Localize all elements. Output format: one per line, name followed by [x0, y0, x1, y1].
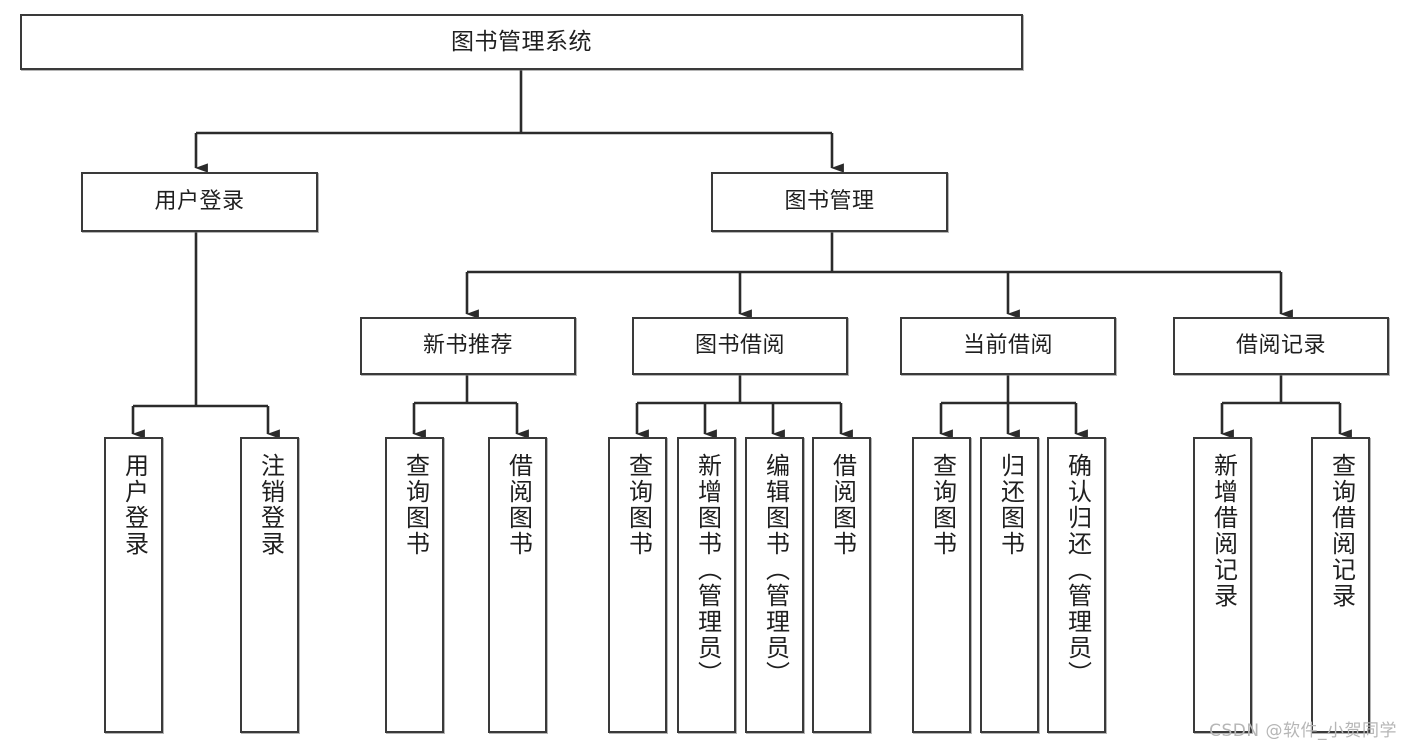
node-root[interactable]: 图书管理系统	[20, 14, 1023, 70]
node-leaf-query-book-borrow-label: 查询图书	[624, 453, 653, 557]
node-book-borrow-label: 图书借阅	[694, 333, 785, 359]
node-leaf-add-borrow-record-label: 新增借阅记录	[1209, 453, 1238, 609]
node-root-label: 图书管理系统	[451, 28, 592, 55]
node-leaf-logout-label: 注销登录	[256, 453, 285, 557]
node-current-borrow-label: 当前借阅	[962, 333, 1053, 359]
node-leaf-edit-book-admin-label: 编辑图书（管理员）	[761, 453, 790, 687]
node-leaf-borrow-book-newbook-label: 借阅图书	[504, 453, 533, 557]
node-current-borrow[interactable]: 当前借阅	[900, 317, 1116, 375]
node-book-management[interactable]: 图书管理	[711, 172, 948, 232]
node-leaf-query-book-newbook-label: 查询图书	[401, 453, 430, 557]
node-book-borrow[interactable]: 图书借阅	[632, 317, 848, 375]
node-leaf-return-book-label: 归还图书	[996, 453, 1025, 557]
node-leaf-confirm-return-admin-label: 确认归还（管理员）	[1063, 453, 1092, 687]
node-leaf-edit-book-admin[interactable]: 编辑图书（管理员）	[745, 437, 804, 733]
node-leaf-logout[interactable]: 注销登录	[240, 437, 299, 733]
node-new-book-recommend-label: 新书推荐	[422, 333, 513, 359]
node-leaf-query-book-newbook[interactable]: 查询图书	[385, 437, 444, 733]
node-user-login[interactable]: 用户登录	[81, 172, 318, 232]
node-leaf-query-borrow-record-label: 查询借阅记录	[1327, 453, 1356, 609]
csdn-watermark: CSDN @软件_小贺同学	[1209, 721, 1397, 741]
node-leaf-borrow-book-borrow-label: 借阅图书	[828, 453, 857, 557]
node-leaf-query-book-borrow[interactable]: 查询图书	[608, 437, 667, 733]
node-leaf-query-book-current[interactable]: 查询图书	[912, 437, 971, 733]
node-leaf-return-book[interactable]: 归还图书	[980, 437, 1039, 733]
node-leaf-confirm-return-admin[interactable]: 确认归还（管理员）	[1047, 437, 1106, 733]
node-leaf-query-book-current-label: 查询图书	[928, 453, 957, 557]
node-borrow-record-label: 借阅记录	[1235, 333, 1326, 359]
node-leaf-borrow-book-newbook[interactable]: 借阅图书	[488, 437, 547, 733]
node-leaf-add-book-admin[interactable]: 新增图书（管理员）	[677, 437, 736, 733]
node-leaf-user-login[interactable]: 用户登录	[104, 437, 163, 733]
node-leaf-query-borrow-record[interactable]: 查询借阅记录	[1311, 437, 1370, 733]
node-borrow-record[interactable]: 借阅记录	[1173, 317, 1389, 375]
node-leaf-borrow-book-borrow[interactable]: 借阅图书	[812, 437, 871, 733]
node-leaf-user-login-label: 用户登录	[120, 453, 149, 557]
node-user-login-label: 用户登录	[154, 189, 245, 215]
node-book-management-label: 图书管理	[784, 189, 875, 215]
node-new-book-recommend[interactable]: 新书推荐	[360, 317, 576, 375]
node-leaf-add-borrow-record[interactable]: 新增借阅记录	[1193, 437, 1252, 733]
node-leaf-add-book-admin-label: 新增图书（管理员）	[693, 453, 722, 687]
